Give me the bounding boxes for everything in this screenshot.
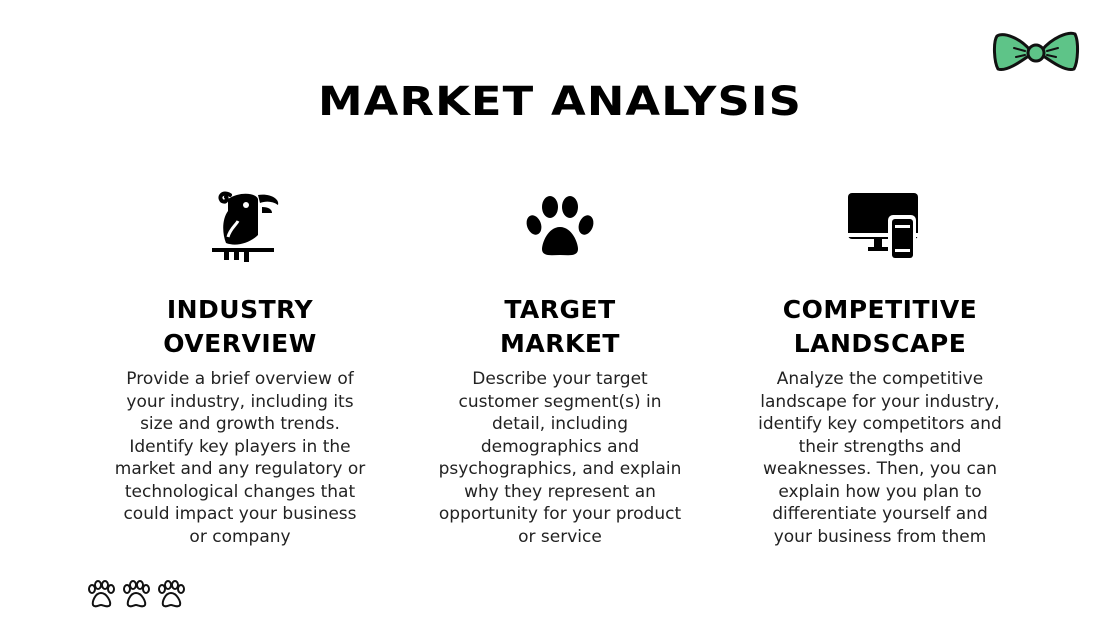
devices-icon (848, 193, 918, 261)
section-heading: COMPETITIVE LANDSCAPE (782, 295, 978, 358)
competitive-landscape-section: COMPETITIVE LANDSCAPE Analyze the compet… (735, 185, 1025, 548)
section-body: Describe your target customer segment(s)… (438, 369, 682, 547)
section-heading: INDUSTRY OVERVIEW (163, 295, 317, 358)
bowtie-icon (993, 31, 1079, 72)
target-market-section: TARGET MARKET Describe your target custo… (415, 185, 705, 548)
paw-prints-icon (85, 580, 187, 610)
parrot-icon (212, 191, 279, 262)
section-body: Analyze the competitive landscape for yo… (758, 369, 1002, 547)
page-title: MARKET ANALYSIS (317, 79, 803, 125)
paw-icon (526, 196, 594, 256)
industry-overview-section: INDUSTRY OVERVIEW Provide a brief overvi… (95, 185, 385, 548)
section-heading: TARGET MARKET (500, 295, 620, 358)
section-body: Provide a brief overview of your industr… (114, 369, 366, 547)
